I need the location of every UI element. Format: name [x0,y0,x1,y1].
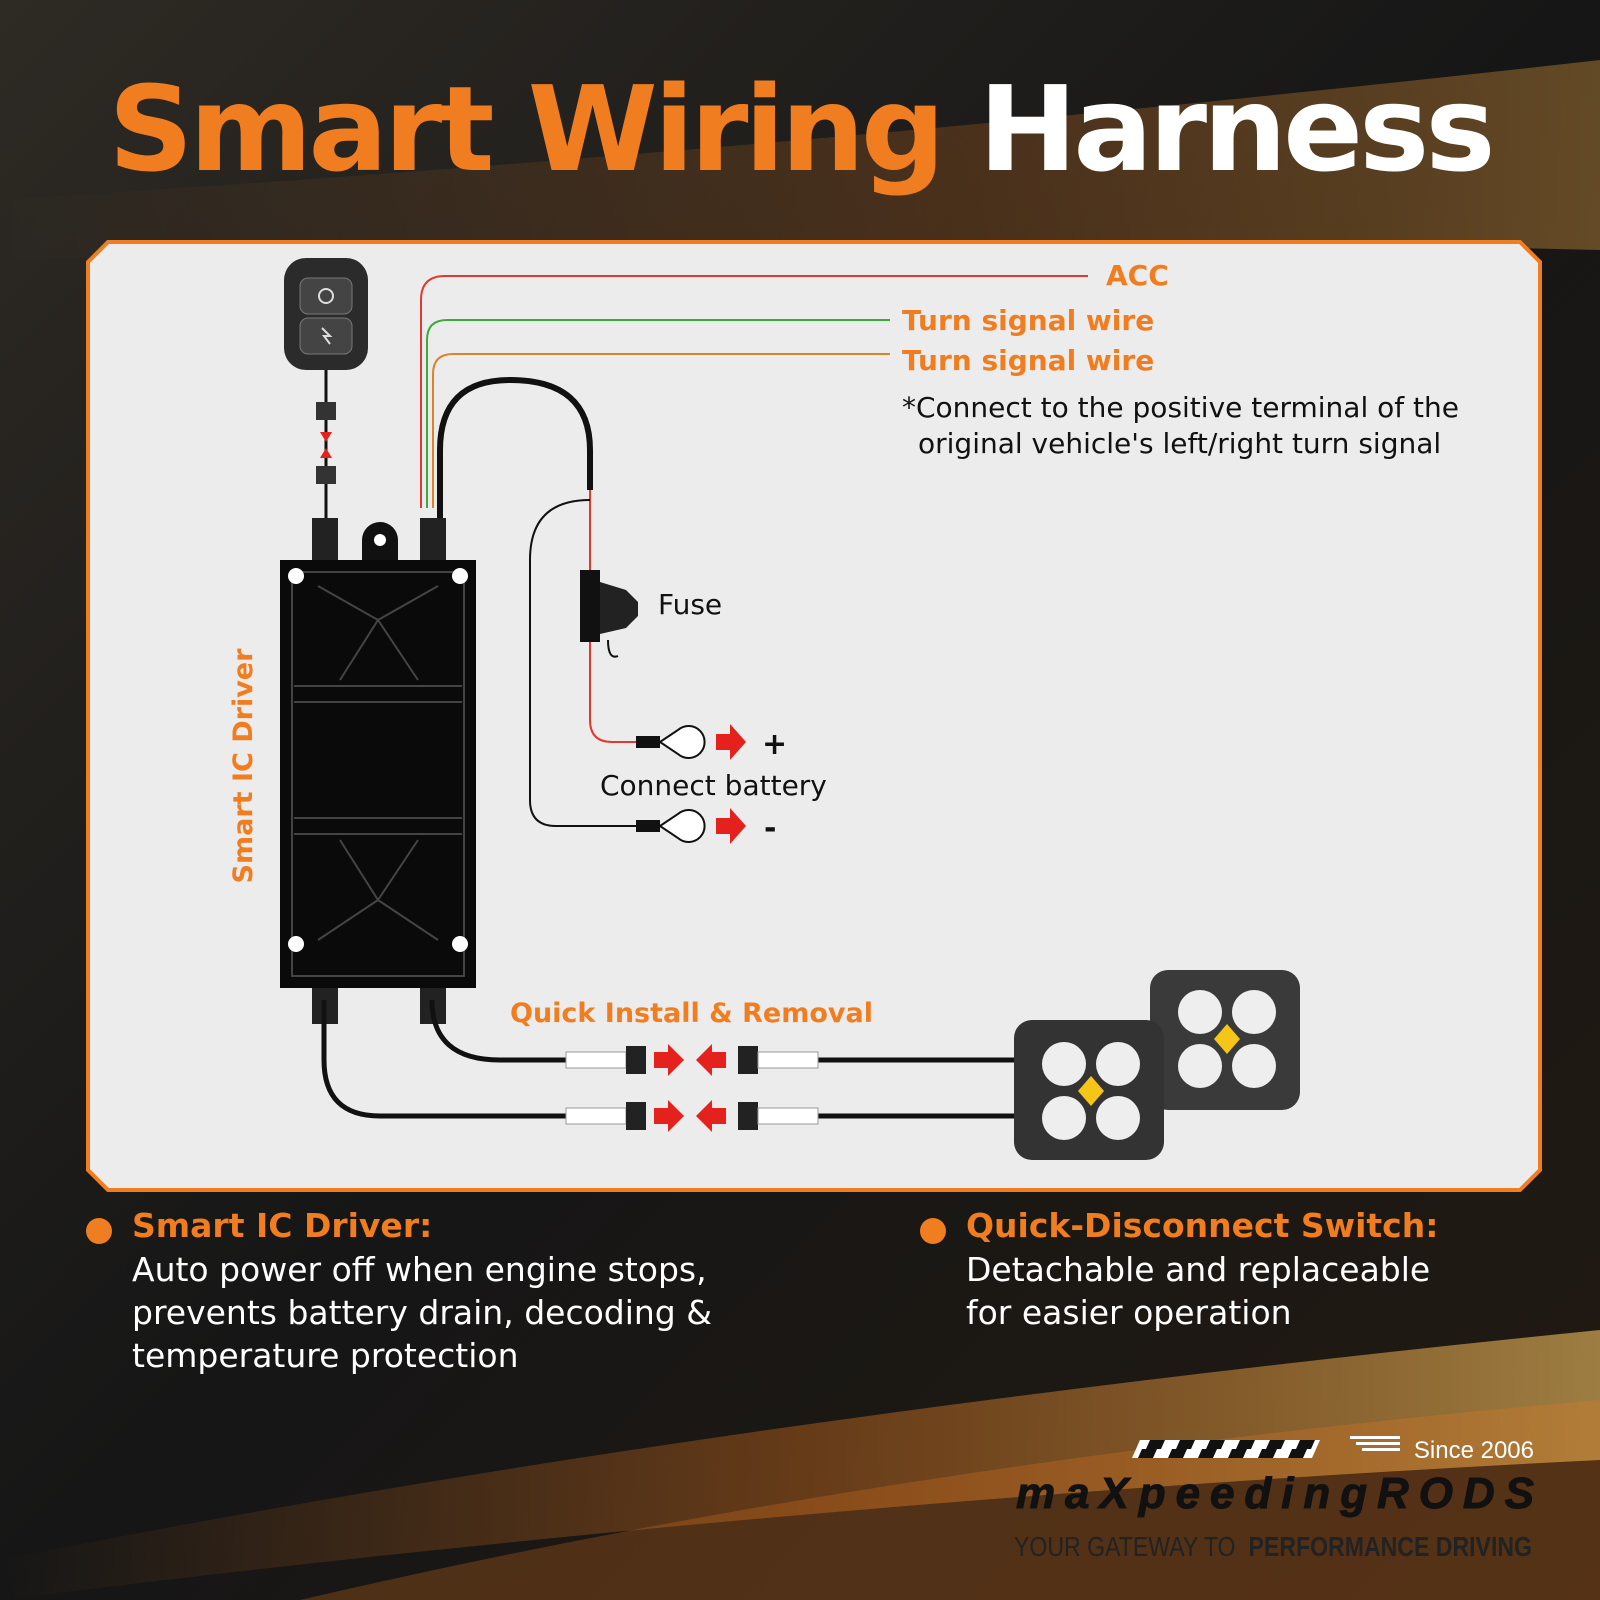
led-pod-light-icon-rear [1150,970,1300,1110]
battery-label: Connect battery [600,769,827,802]
quick-connector-top [565,1044,819,1076]
brand-tagline-light: YOUR GATEWAY TO [1014,1531,1236,1562]
feature-line: temperature protection [132,1336,519,1375]
brand-since: Since 2006 [1414,1437,1534,1464]
fuse-icon [580,570,638,658]
svg-text:YOUR GATEWAY TO PERFORMANC: YOUR GATEWAY TO PERFORMANCE DRIVING [1014,1531,1532,1562]
turn-signal-label-2: Turn signal wire [902,344,1154,377]
title-part-1: Smart Wiring [108,60,945,198]
acc-label: ACC [1106,259,1169,292]
feature-smart-ic-driver: Smart IC Driver: Auto power off when eng… [86,1204,812,1377]
feature-quick-disconnect: Quick-Disconnect Switch: Detachable and … [920,1204,1566,1334]
led-pod-light-icon-front [1014,1020,1164,1160]
quick-connector-bottom [565,1100,819,1132]
output-cable-1 [429,999,570,1063]
negative-wire [529,499,640,827]
brand-tagline-bold: PERFORMANCE DRIVING [1249,1531,1532,1562]
feature-line: for easier operation [966,1293,1292,1332]
quick-install-label: Quick Install & Removal [510,998,873,1029]
feature-line: Auto power off when engine stops, [132,1250,707,1289]
smart-ic-driver-box [280,518,476,1024]
output-cable-2 [321,1000,570,1119]
feature-line: Detachable and replaceable [966,1250,1431,1289]
feature-heading: Quick-Disconnect Switch: [966,1206,1439,1245]
brand-logo: Since 2006 maXpeedingRODS YOUR GATEWAY T… [1014,1436,1535,1562]
bullet-dot-icon [86,1218,112,1244]
feature-heading: Smart IC Driver: [132,1206,433,1245]
feature-line: prevents battery drain, decoding & [132,1293,712,1332]
turn-signal-wire-orange [432,353,890,508]
turn-signal-label-1: Turn signal wire [902,304,1154,337]
negative-sign: - [764,811,776,846]
positive-sign: + [762,727,787,762]
turn-signal-note-line-1: *Connect to the positive terminal of the [902,391,1459,424]
driver-label: Smart IC Driver [228,648,259,884]
turn-signal-note-line-2: original vehicle's left/right turn signa… [918,427,1441,460]
negative-ring-terminal-icon [636,808,746,844]
switch-panel-icon [284,258,368,520]
positive-wire [589,490,640,743]
title-part-2: Harness [978,60,1495,198]
acc-wire [420,275,1088,508]
page-title: Smart Wiring Harness [0,70,1600,188]
turn-signal-wire-green [426,319,890,508]
fuse-label: Fuse [658,588,722,621]
positive-ring-terminal-icon [636,724,746,760]
brand-wordmark: maXpeedingRODS [1016,1469,1534,1518]
power-cable [437,376,593,520]
bullet-dot-icon [920,1218,946,1244]
checkered-flag-icon [1132,1440,1320,1458]
